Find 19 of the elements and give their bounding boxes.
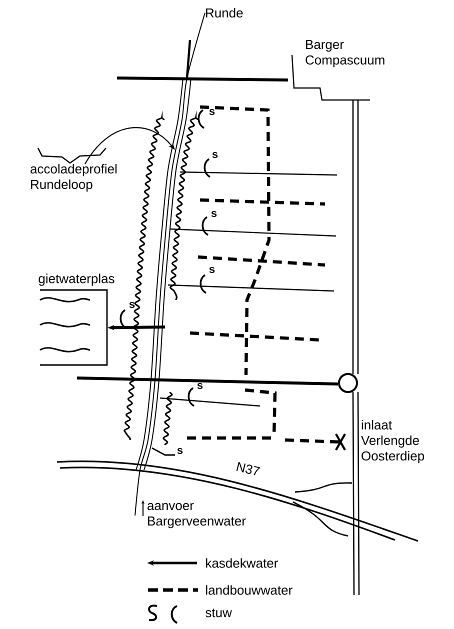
stuw-letter: s: [177, 448, 183, 454]
river: [134, 12, 206, 516]
leader-line: [84, 127, 175, 164]
map-label: accoladeprofiel Rundeloop: [30, 164, 117, 192]
pond: gietwaterplas: [38, 274, 114, 366]
road-label: N37: [236, 462, 260, 476]
legend-label: kasdekwater: [206, 558, 278, 568]
map-label: aanvoer Bargerveenwater: [148, 503, 246, 528]
legend-label: landbouwwater: [206, 585, 292, 595]
map-label: Barger Compascuum: [306, 40, 384, 68]
stuw-letter: s: [211, 210, 217, 218]
stuw-letter: s: [209, 108, 215, 116]
map-label: inlaat Verlengde Oosterdiep: [361, 420, 424, 464]
stuw-letter: s: [129, 302, 135, 308]
stuw-letter: s: [209, 266, 215, 274]
legend-label: stuw: [206, 608, 232, 618]
map-label: Runde: [206, 8, 243, 18]
stuw-letter: s: [212, 152, 218, 158]
stuw-letter: s: [197, 382, 203, 390]
